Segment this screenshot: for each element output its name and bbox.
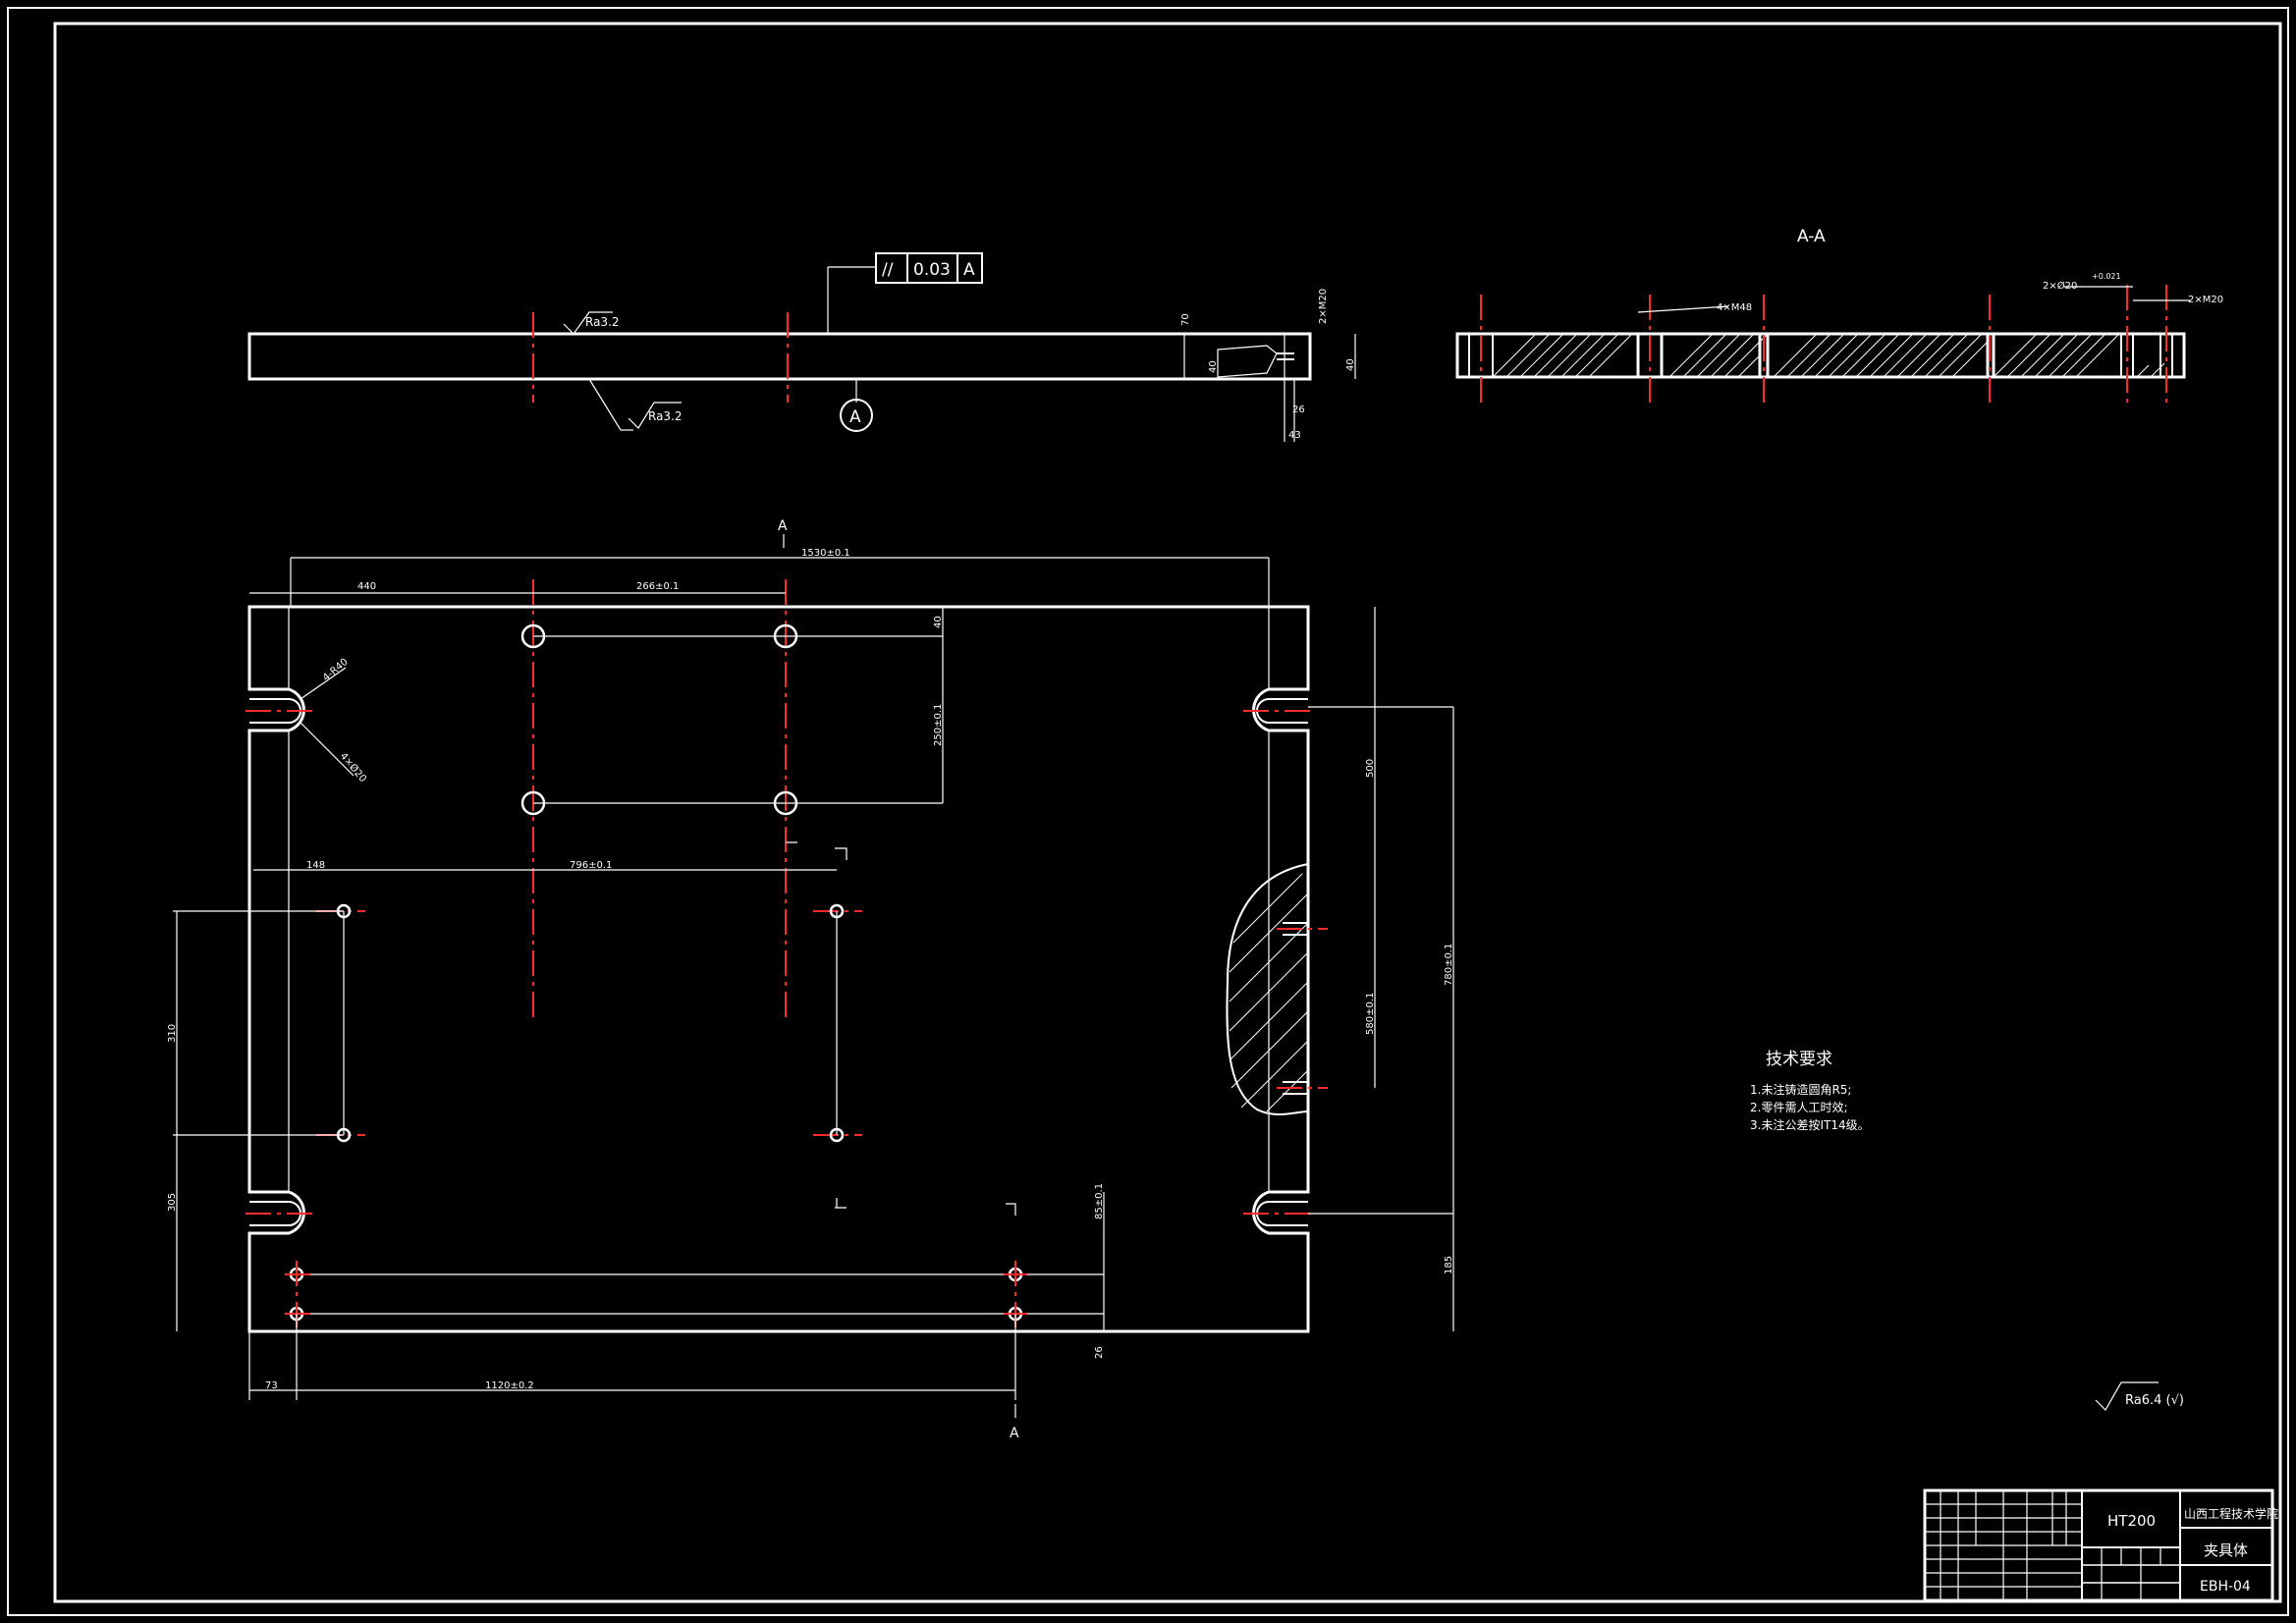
dim-780: 780±0.1 [1444,944,1454,986]
technical-requirements: 技术要求 1.未注铸造圆角R5; 2.零件需人工时效; 3.未注公差按IT14级… [1750,1050,1870,1132]
dim-305: 305 [167,1193,178,1212]
section-hatch [1492,333,2165,378]
title-block: HT200 山西工程技术学院 夹具体 EBH-04 [1923,1488,2278,1602]
dim-26: 26 [1094,1346,1105,1359]
dim-sec-2x20: 2×Ø20 [2043,280,2077,292]
dim-40: 40 [933,616,944,628]
plate-outline [247,605,1310,1333]
section-title: A-A [1797,227,1826,246]
fcf-datum: A [963,260,975,280]
tech-req-item-3: 3.未注公差按IT14级。 [1750,1117,1870,1132]
hole [520,623,546,649]
svg-text:Ra3.2: Ra3.2 [585,315,620,329]
plate-elevation [247,332,1312,381]
dim-1120: 1120±0.2 [485,1380,534,1391]
dim-796: 796±0.1 [570,860,612,871]
hole [773,623,798,649]
tech-req-item-2: 2.零件需人工时效; [1750,1100,1848,1114]
title-drawing-no: EBH-04 [2200,1579,2251,1595]
dim-148: 148 [306,860,325,871]
dim-266: 266±0.1 [636,581,679,592]
section-mark-bottom: A [1010,1426,1019,1441]
partial-section-breakout [1226,863,1328,1116]
dim-top-2xm20: 2×M20 [1318,289,1329,324]
dim-sec-2xm20: 2×M20 [2188,295,2223,305]
dim-250: 250±0.1 [933,704,944,746]
dim-500: 500 [1365,759,1376,778]
dim-580: 580±0.1 [1365,993,1376,1035]
small-hole [829,903,845,919]
title-part-name: 夹具体 [2204,1542,2248,1559]
roughness-symbol-bottom: Ra3.2 [588,378,683,431]
hole [520,790,546,816]
dim-sec-4xm48: 4×M48 [1717,302,1752,313]
tech-req-item-1: 1.未注铸造圆角R5; [1750,1082,1851,1097]
svg-text:Ra3.2: Ra3.2 [648,409,683,423]
datum-a-symbol [840,399,873,432]
dim-185: 185 [1444,1256,1454,1274]
tech-req-title: 技术要求 [1766,1050,1832,1069]
dim-top-70: 70 [1180,313,1191,326]
datum-a-letter: A [849,407,861,427]
title-school: 山西工程技术学院 [2184,1506,2278,1521]
dim-73: 73 [265,1380,278,1391]
svg-text:Ra6.4 (√): Ra6.4 (√) [2125,1393,2184,1408]
fcf-value: 0.03 [913,260,951,280]
dim-4x20: 4×Ø20 [338,750,369,784]
dim-85: 85±0.1 [1094,1183,1105,1219]
hole [773,790,798,816]
dim-top-26: 26 [1292,405,1305,415]
outer-border [7,7,2289,1616]
dim-overall-1530: 1530±0.1 [801,548,850,559]
roughness-symbol-top: Ra3.2 [563,311,620,335]
section-mark-top: A [778,518,788,534]
general-roughness-symbol: Ra6.4 (√) [2095,1381,2184,1411]
inner-border [53,22,2282,1603]
fcf-symbol: // [882,260,894,280]
dim-sec-tol: +0.021 [2092,272,2121,281]
dim-310: 310 [167,1024,178,1043]
dim-top-40b: 40 [1345,358,1356,371]
dim-top-43: 43 [1288,430,1301,441]
title-material: HT200 [2107,1512,2156,1530]
small-hole [829,1127,845,1143]
elevation-view: 2×M20 40 70 40 26 43 // 0.03 A A Ra3.2 [247,252,1356,442]
dim-440: 440 [357,581,376,592]
section-a-a-view: A-A 4×M48 2×Ø20 +0.021 2×M20 [1455,227,2223,403]
plan-view: 1530±0.1 440 266±0.1 40 250±0.1 148 796±… [167,518,1454,1441]
feature-control-frame: // 0.03 A [875,252,983,284]
dim-top-40: 40 [1208,360,1219,373]
dim-4r40: 4-R40 [321,657,351,683]
